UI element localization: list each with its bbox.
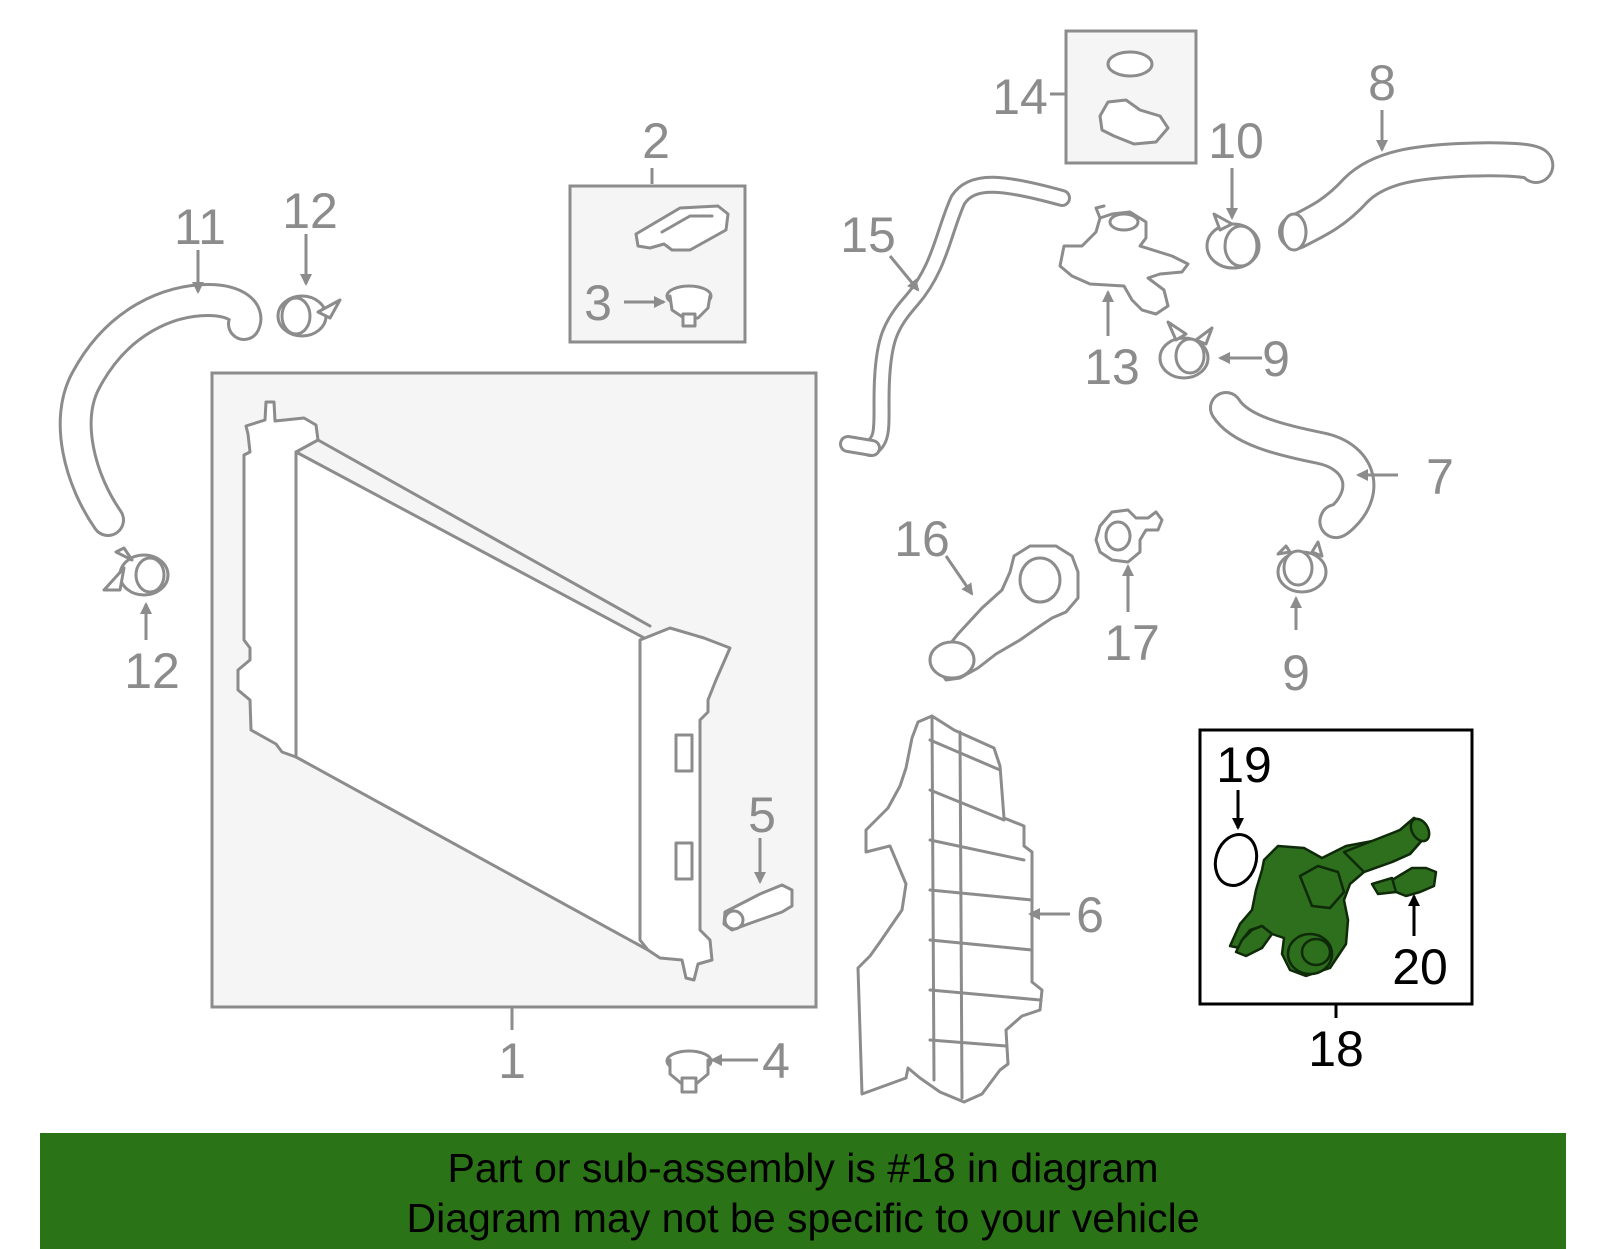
overflow-hose-part[interactable] xyxy=(839,175,1071,457)
hose-clamp-9-lower-part[interactable] xyxy=(1276,540,1328,594)
callout-8: 8 xyxy=(1368,55,1396,111)
banner-line-1: Part or sub-assembly is #18 in diagram xyxy=(447,1145,1159,1191)
info-banner: Part or sub-assembly is #18 in diagram D… xyxy=(40,1133,1566,1249)
drain-plug-part[interactable] xyxy=(722,883,794,932)
hose-clamp-upper-part[interactable] xyxy=(276,294,342,338)
callout-9-lower: 9 xyxy=(1282,645,1310,701)
callout-18: 18 xyxy=(1308,1021,1364,1077)
callout-14: 14 xyxy=(992,69,1048,125)
air-guide-part[interactable] xyxy=(856,714,1044,1104)
leader-lines xyxy=(140,92,1420,1066)
temp-sensor-part[interactable] xyxy=(1370,866,1438,898)
callout-19: 19 xyxy=(1216,737,1272,793)
lower-hose-part[interactable] xyxy=(1209,391,1376,540)
upper-hose-part[interactable] xyxy=(58,282,263,537)
mount-clip-part[interactable] xyxy=(665,1049,713,1094)
callout-20: 20 xyxy=(1392,939,1448,995)
callout-7: 7 xyxy=(1426,449,1454,505)
radiator-part[interactable] xyxy=(210,371,818,1009)
thermostat-housing-part[interactable] xyxy=(1198,728,1474,1006)
callout-6: 6 xyxy=(1076,887,1104,943)
banner-line-2: Diagram may not be specific to your vehi… xyxy=(406,1195,1200,1241)
o-ring-part[interactable] xyxy=(1209,829,1263,891)
bracket-kit-part[interactable] xyxy=(568,184,747,344)
callout-17: 17 xyxy=(1104,615,1160,671)
callout-10: 10 xyxy=(1208,113,1264,169)
callout-9-upper: 9 xyxy=(1262,331,1290,387)
callout-3: 3 xyxy=(584,275,612,331)
callout-4: 4 xyxy=(762,1033,790,1089)
callout-2: 2 xyxy=(642,113,670,169)
callout-11: 11 xyxy=(174,199,226,255)
callout-12-upper: 12 xyxy=(282,183,338,239)
callout-5: 5 xyxy=(748,787,776,843)
hose-clamp-10-part[interactable] xyxy=(1205,212,1261,270)
callout-13: 13 xyxy=(1084,339,1140,395)
callout-16: 16 xyxy=(894,511,950,567)
info-banner-bg xyxy=(40,1133,1566,1249)
bypass-hose-part[interactable] xyxy=(1278,141,1554,252)
hose-clamp-lower-part[interactable] xyxy=(102,546,170,597)
callout-labels: 1 2 3 4 5 6 7 8 9 9 10 11 12 12 13 14 15… xyxy=(124,55,1454,1089)
callout-15: 15 xyxy=(840,207,896,263)
callout-12-lower: 12 xyxy=(124,643,180,699)
hose-clamp-9-upper-part[interactable] xyxy=(1158,320,1214,380)
callout-1: 1 xyxy=(498,1033,526,1089)
water-outlet-part[interactable] xyxy=(1058,204,1190,316)
bleeder-valve-part[interactable] xyxy=(1094,508,1164,564)
reservoir-cap-kit-part[interactable] xyxy=(1064,29,1198,165)
outlet-pipe-part[interactable] xyxy=(928,544,1080,682)
